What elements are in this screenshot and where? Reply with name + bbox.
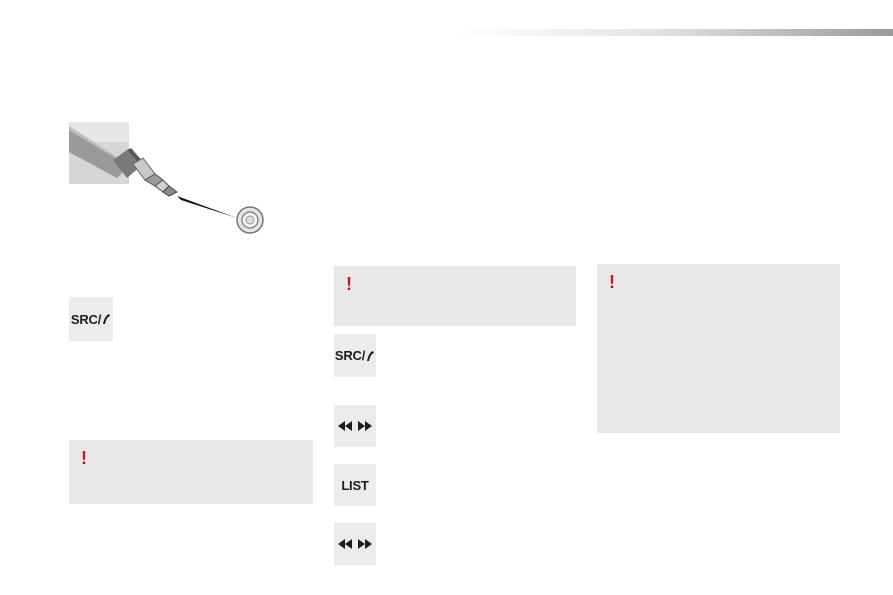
- jack-plug-illustration: [69, 122, 279, 240]
- header-gradient-bar: [455, 29, 893, 36]
- list-label: LIST: [341, 477, 369, 493]
- rewind-forward-icon: [338, 421, 372, 431]
- warning-exclamation-icon: !: [346, 274, 352, 294]
- slash-separator: /: [361, 348, 366, 363]
- list-button[interactable]: LIST: [334, 464, 376, 506]
- warning-exclamation-icon: !: [81, 448, 87, 468]
- seek-buttons-2[interactable]: [334, 523, 376, 565]
- warning-box-middle: !: [334, 266, 576, 326]
- rewind-forward-icon: [338, 539, 372, 549]
- handset-icon: [103, 314, 111, 324]
- src-label: SRC: [70, 311, 98, 327]
- warning-box-left: !: [69, 440, 313, 504]
- src-phone-button-left[interactable]: SRC /: [69, 297, 113, 341]
- jack-plug-icon: [69, 122, 264, 234]
- src-phone-button-middle[interactable]: SRC /: [334, 334, 376, 377]
- seek-buttons-1[interactable]: [334, 405, 376, 447]
- slash-separator: /: [97, 311, 102, 327]
- warning-exclamation-icon: !: [609, 272, 615, 292]
- warning-box-right: !: [597, 264, 840, 433]
- src-label: SRC: [334, 348, 362, 363]
- handset-icon: [367, 350, 375, 361]
